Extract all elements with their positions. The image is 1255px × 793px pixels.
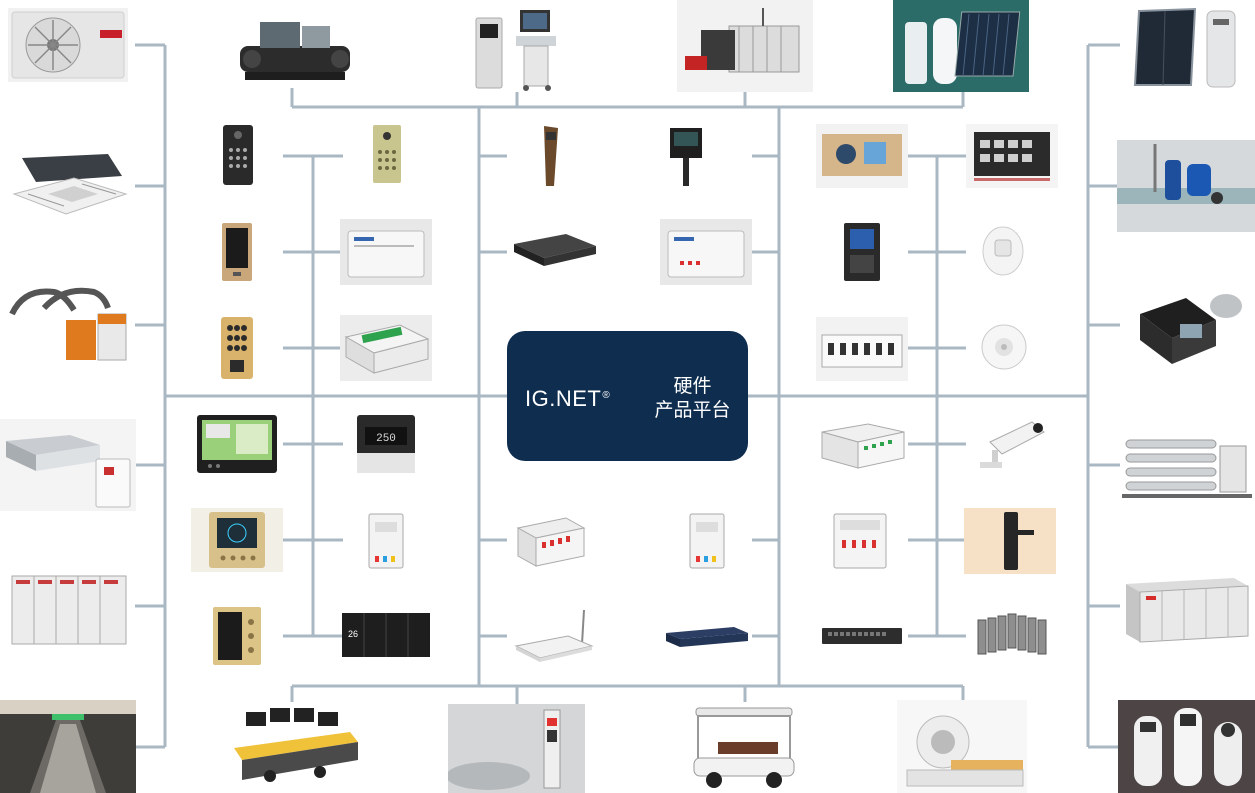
solar-water-heater-image — [1125, 5, 1247, 89]
smart-panel-image — [212, 606, 262, 666]
control-console-image — [230, 702, 360, 793]
router-image — [512, 606, 594, 664]
power-cabinet-image — [1122, 572, 1252, 646]
relay-module-image — [830, 510, 890, 572]
door-station-image — [842, 221, 882, 283]
escalator-image — [0, 700, 136, 793]
energy-meter-image: 250 — [355, 413, 417, 475]
multi-panel-image: 26 — [342, 613, 430, 657]
thermostat-image — [191, 508, 283, 572]
terminal-blocks-image — [974, 610, 1050, 660]
network-switch-image — [664, 625, 750, 649]
ct-scanner-image — [897, 700, 1027, 793]
key-card-panel-image — [220, 316, 254, 380]
din-breaker-bank-image — [816, 317, 908, 381]
platform-title-line1: 硬件 — [673, 376, 712, 397]
sightseeing-cart-image — [688, 702, 800, 793]
io-module-image — [818, 418, 906, 472]
platform-logo-text: IG.NET — [525, 386, 602, 411]
touch-screen-image — [196, 414, 278, 474]
cctv-camera-image — [974, 418, 1048, 474]
din-switch-module-image — [514, 512, 586, 570]
door-panel-image — [816, 124, 908, 188]
control-panel-image — [966, 124, 1058, 188]
din-rail-module-image — [340, 315, 432, 381]
platform-title: 硬件 产品平台 — [645, 375, 740, 423]
switchgear-cabinet-image — [8, 568, 130, 648]
industrial-boiler-image — [677, 0, 813, 92]
smoke-detector-image — [980, 318, 1028, 376]
fingerprint-lock-image — [372, 124, 402, 184]
fume-extractor-image — [4, 278, 128, 372]
keypad-panel-image — [222, 124, 254, 186]
registered-mark: ® — [602, 389, 611, 401]
fresh-air-unit-image — [0, 419, 136, 511]
smart-lock-image — [964, 508, 1056, 574]
pipe-valve-pump-image — [1117, 140, 1255, 232]
din-actuator-image — [365, 512, 407, 570]
medical-ultrasound-image — [468, 6, 568, 92]
touch-panel-image — [221, 222, 253, 282]
water-chiller-image — [230, 8, 360, 88]
cassette-ac-image — [8, 148, 130, 224]
ac-outdoor-unit-image — [8, 8, 128, 82]
heat-pump-water-tank-image — [893, 0, 1029, 92]
center-platform-box: IG.NET® 硬件 产品平台 — [507, 331, 748, 461]
water-treatment-system-image — [1122, 430, 1252, 502]
service-robots-image — [1118, 700, 1255, 793]
ethernet-switch-image — [820, 624, 904, 648]
ev-charger-image — [448, 704, 585, 793]
platform-logo: IG.NET® — [525, 386, 610, 412]
svg-text:26: 26 — [348, 629, 358, 639]
water-pump-image — [1130, 284, 1246, 374]
smart-switch-image — [980, 222, 1026, 280]
kiosk-image — [540, 124, 564, 188]
platform-title-line2: 产品平台 — [654, 400, 731, 421]
protocol-gateway-image — [660, 219, 752, 285]
din-breaker-image — [686, 512, 728, 570]
svg-text:250: 250 — [376, 433, 396, 445]
parking-barrier-image — [668, 124, 704, 188]
network-box-image — [510, 230, 600, 270]
gateway-box-image — [340, 219, 432, 285]
